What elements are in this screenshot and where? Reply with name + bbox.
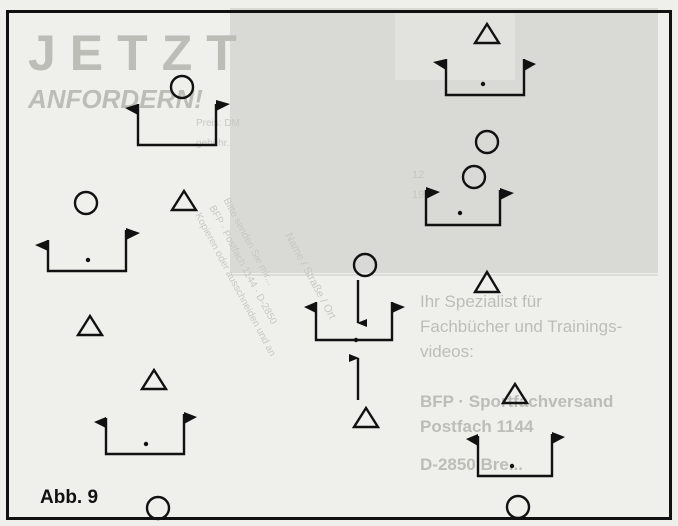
player-triangle xyxy=(503,384,527,403)
figure-caption: Abb. 9 xyxy=(40,487,98,508)
flag-right xyxy=(126,228,140,240)
player-triangle xyxy=(142,370,166,389)
flag-left xyxy=(35,240,48,251)
flag-left xyxy=(304,302,316,313)
flag-left xyxy=(125,104,138,115)
flag-right xyxy=(524,59,536,71)
player-circle xyxy=(463,166,485,188)
goal-upper-left xyxy=(125,100,230,145)
goal-right-middle xyxy=(426,187,514,225)
player-triangle xyxy=(354,408,378,427)
player-circle xyxy=(507,496,529,518)
ball xyxy=(458,211,462,215)
flag-right xyxy=(392,302,405,313)
player-triangle xyxy=(172,191,196,210)
flag-left xyxy=(94,417,106,428)
ball xyxy=(354,338,358,342)
player-triangle xyxy=(475,272,499,292)
ball xyxy=(86,258,90,262)
player-circle xyxy=(147,497,169,519)
ball xyxy=(481,82,485,86)
player-circle xyxy=(354,254,376,276)
player-triangle xyxy=(78,316,102,335)
ball xyxy=(144,442,148,446)
flag-left xyxy=(426,187,440,199)
flag-left xyxy=(466,434,478,446)
ball xyxy=(510,464,514,468)
goal-top-right xyxy=(433,59,536,95)
flag-right xyxy=(184,412,197,424)
goal-left-middle xyxy=(35,228,140,271)
flag-right xyxy=(552,432,565,444)
goal-bottom-left xyxy=(94,412,197,454)
player-triangle xyxy=(475,24,499,43)
player-circle xyxy=(75,192,97,214)
flag-right xyxy=(500,188,514,200)
player-circle xyxy=(171,76,193,98)
goal-bottom-right xyxy=(466,432,565,476)
flag-left xyxy=(433,59,446,70)
goal-center xyxy=(304,302,405,342)
flag-right xyxy=(216,100,230,111)
player-circle xyxy=(476,131,498,153)
